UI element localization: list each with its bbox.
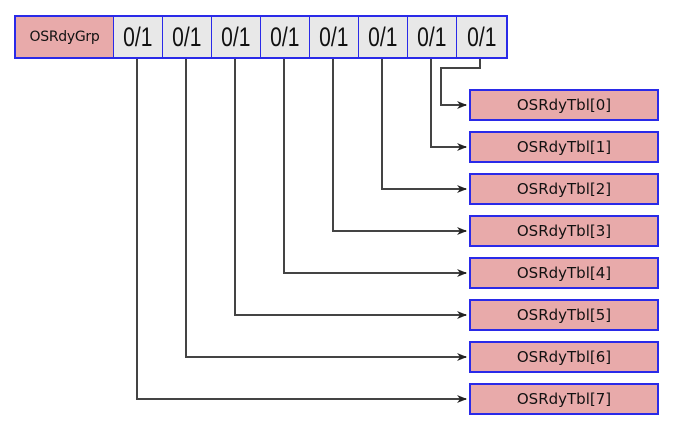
ready-table-entry-1: OSRdyTbl[1] — [469, 131, 659, 163]
connector-arrow-bit5-to-entry2 — [381, 59, 467, 193]
connector-arrow-bit2-to-entry5 — [234, 59, 467, 319]
ready-group-label: OSRdyGrp — [16, 17, 114, 57]
bit-value: 0/1 — [417, 21, 447, 52]
bit-value: 0/1 — [172, 21, 202, 52]
bit-cell-6: 0/1 — [408, 17, 457, 57]
connector-arrow-bit4-to-entry3 — [332, 59, 467, 235]
ready-table-entry-6: OSRdyTbl[6] — [469, 341, 659, 373]
bit-value: 0/1 — [319, 21, 349, 52]
connector-arrow-bit0-to-entry7 — [136, 59, 467, 403]
bit-cell-3: 0/1 — [261, 17, 310, 57]
bit-cell-1: 0/1 — [163, 17, 212, 57]
connector-arrow-bit1-to-entry6 — [185, 59, 467, 361]
bit-value: 0/1 — [221, 21, 251, 52]
connector-arrow-bit7-to-entry0 — [440, 59, 481, 109]
ready-group-register: OSRdyGrp 0/1 0/1 0/1 0/1 0/1 0/1 0/1 0/1 — [14, 15, 508, 59]
connector-arrow-bit6-to-entry1 — [430, 59, 467, 151]
ready-table-entry-3: OSRdyTbl[3] — [469, 215, 659, 247]
bit-value: 0/1 — [368, 21, 398, 52]
bit-value: 0/1 — [123, 21, 153, 52]
bit-cell-4: 0/1 — [310, 17, 359, 57]
bit-value: 0/1 — [466, 21, 497, 52]
ready-table-entry-7: OSRdyTbl[7] — [469, 383, 659, 415]
bit-cell-5: 0/1 — [359, 17, 408, 57]
bit-cell-0: 0/1 — [114, 17, 163, 57]
connector-arrow-bit3-to-entry4 — [283, 59, 467, 277]
bit-value: 0/1 — [270, 21, 300, 52]
bit-cell-2: 0/1 — [212, 17, 261, 57]
ready-table-entry-0: OSRdyTbl[0] — [469, 89, 659, 121]
ready-table-entry-2: OSRdyTbl[2] — [469, 173, 659, 205]
bit-cell-7: 0/1 — [457, 17, 506, 57]
ready-table-entry-4: OSRdyTbl[4] — [469, 257, 659, 289]
ready-table-entry-5: OSRdyTbl[5] — [469, 299, 659, 331]
